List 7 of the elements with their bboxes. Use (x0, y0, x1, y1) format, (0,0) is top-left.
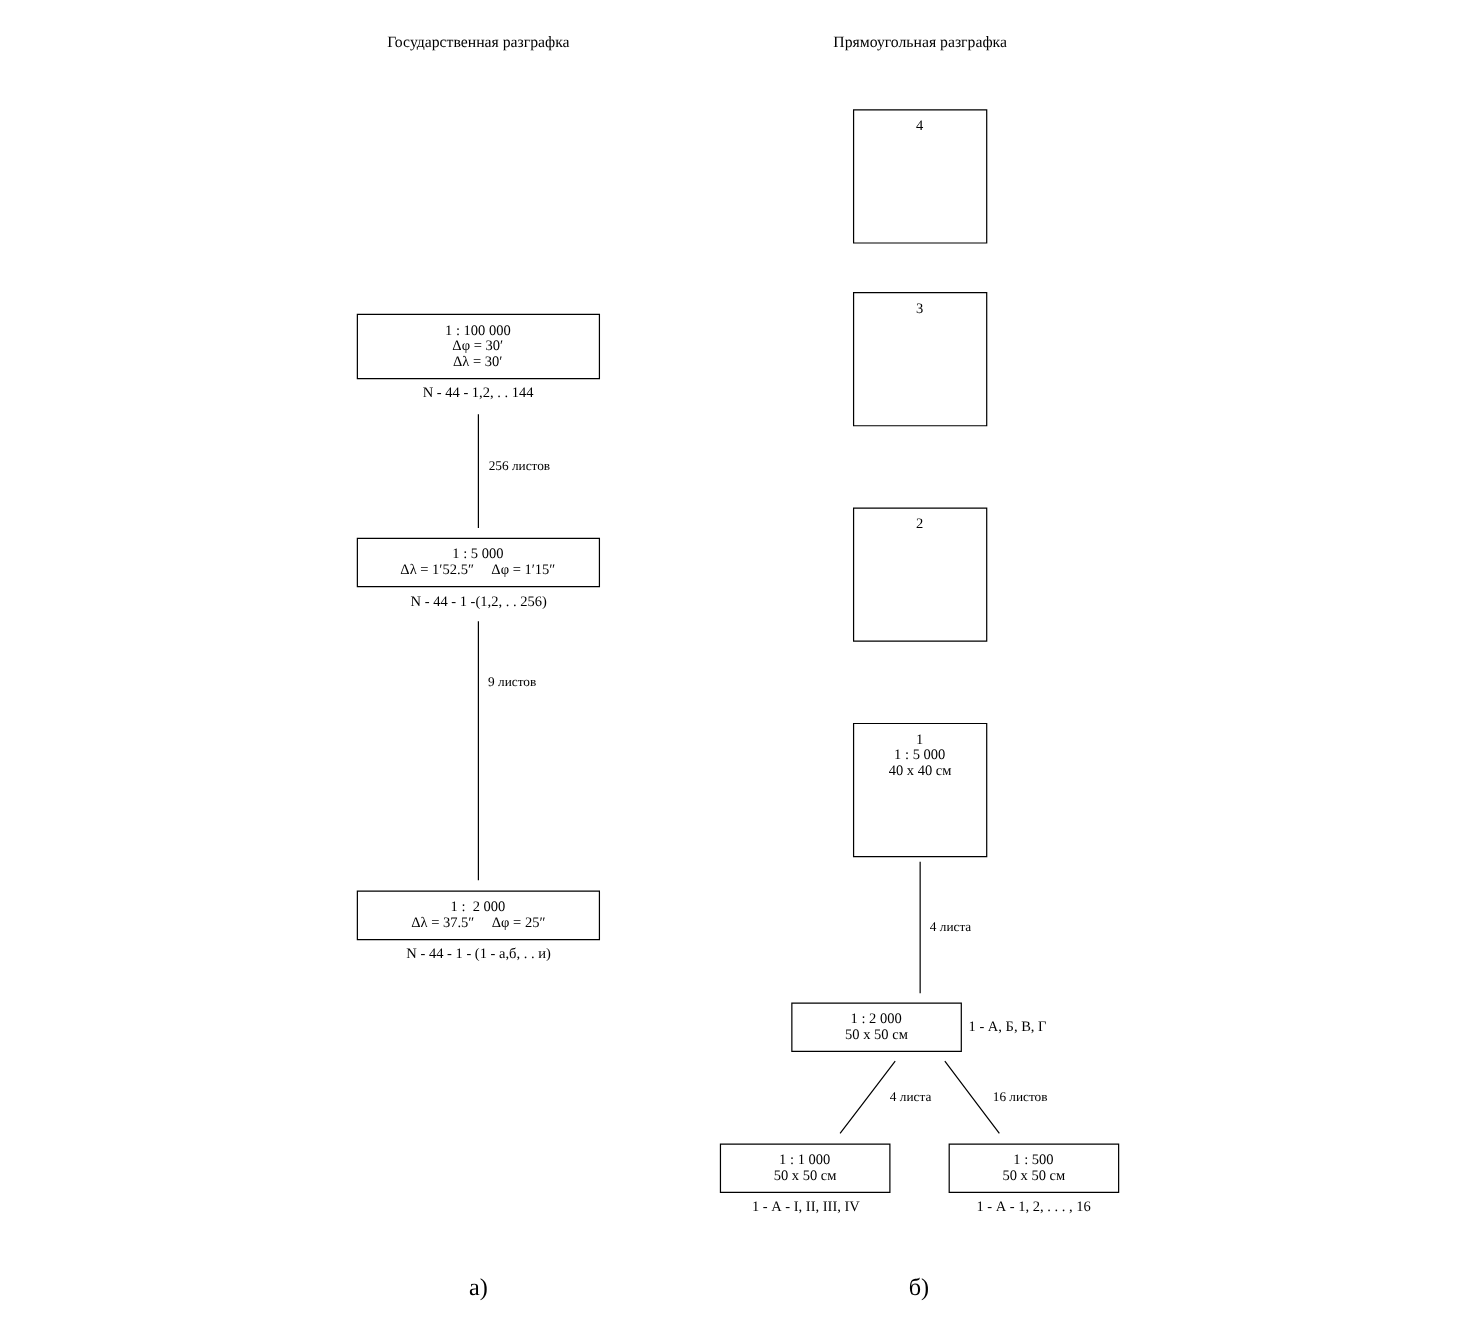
label: б) (907, 1272, 929, 1301)
connector (476, 413, 478, 529)
connector (918, 861, 920, 994)
connector (838, 1060, 895, 1134)
connector (943, 1060, 999, 1134)
connector (476, 620, 478, 881)
label: а) (467, 1272, 487, 1301)
